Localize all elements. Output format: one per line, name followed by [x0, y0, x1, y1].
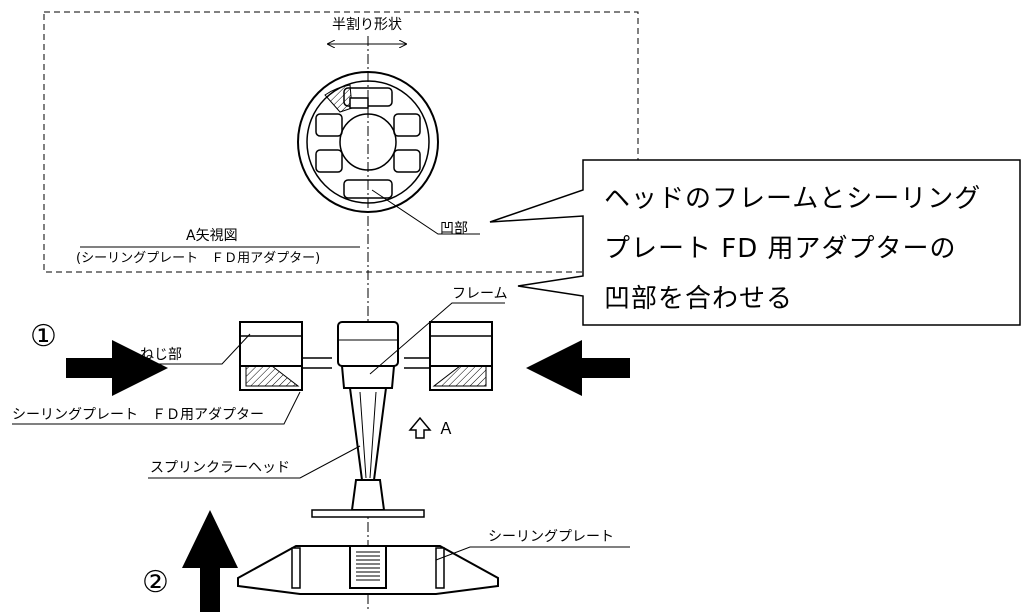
sprinkler-head: [311, 321, 425, 518]
recess-label: 凹部: [440, 221, 468, 237]
recess-leader: [371, 189, 480, 235]
fd-adapter-label: シーリングプレート ＦＤ用アダプター: [12, 407, 264, 423]
right-pointing-arrow: [66, 340, 168, 396]
left-pointing-arrow: [526, 340, 630, 396]
frame-label: フレーム: [452, 286, 508, 302]
step1-marker: ①: [30, 319, 57, 354]
thread-leader: [138, 333, 251, 365]
sprinkler-head-label: スプリンクラーヘッド: [150, 460, 290, 476]
callout-text: ヘッドのフレームとシーリング プレート FD 用アダプターの 凹部を合わせる: [604, 174, 1004, 324]
frame-leader: [369, 302, 505, 375]
fd-adapter-leader: [12, 391, 301, 425]
callout-line-1: ヘッドのフレームとシーリング: [604, 184, 982, 214]
sprinkler-head-leader: [148, 445, 361, 479]
up-pointing-arrow: [182, 510, 238, 612]
view-a-title: A矢視図: [186, 228, 238, 244]
view-a-arrow: [408, 416, 432, 439]
ceiling-plate-leader: [435, 546, 630, 561]
view-a-subtitle: (シーリングプレート ＦＤ用アダプター): [76, 251, 321, 266]
thread-label: ねじ部: [140, 347, 182, 363]
callout-line-3: 凹部を合わせる: [604, 284, 794, 314]
ceiling-plate: [237, 545, 499, 595]
step2-marker: ②: [142, 565, 169, 600]
view-a-frame: [43, 11, 639, 273]
ceiling-plate-label: シーリングプレート: [488, 529, 614, 545]
view-a-arrow-label: Ａ: [438, 419, 455, 438]
left-adapter-half: [239, 321, 332, 391]
half-split-label: 半割り形状: [332, 17, 402, 33]
callout-line-2: プレート FD 用アダプターの: [604, 234, 957, 264]
right-adapter-half: [404, 321, 493, 391]
callout-box: [489, 159, 1021, 326]
